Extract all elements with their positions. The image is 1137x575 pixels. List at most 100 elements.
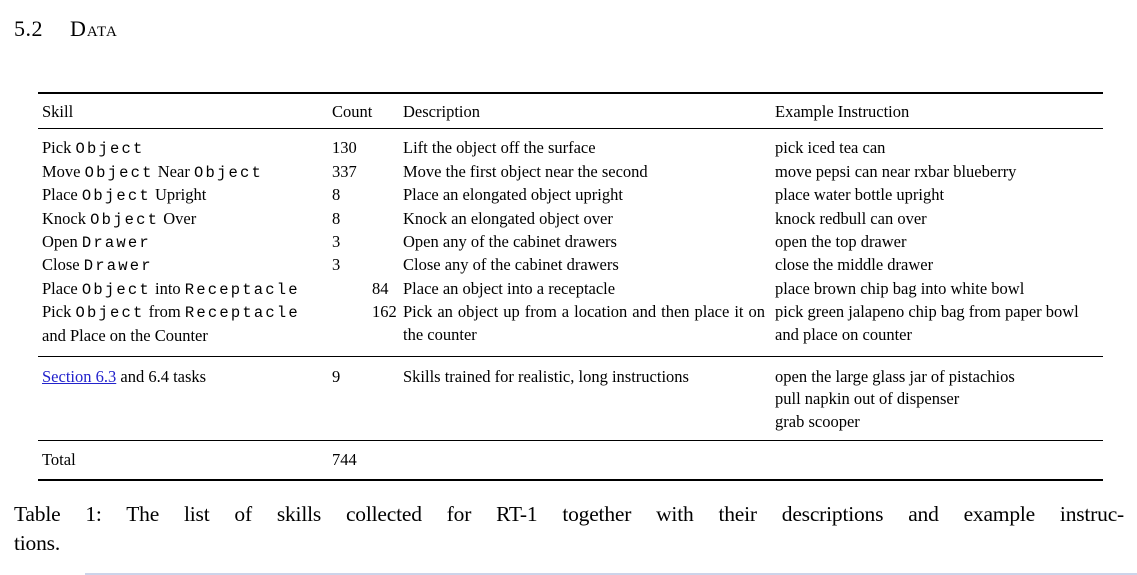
description-cell: Lift the object off the surface [403, 138, 596, 158]
text-run: and Place on the Counter [42, 325, 208, 345]
monospace-term: Object [75, 304, 145, 323]
header-skill: Skill [42, 102, 74, 121]
description-cell: Place an elongated object upright [403, 185, 623, 205]
text-run: Close [42, 255, 84, 275]
bottom-partial-rule [85, 573, 1137, 575]
skill-cell: Pick Object [42, 137, 332, 160]
text-run: Pick [42, 138, 76, 158]
monospace-term: Object [90, 210, 160, 229]
table-header: Skill Count Description Example Instruct… [38, 94, 1103, 130]
count-cell: 9 [332, 367, 341, 387]
text-run: Open [42, 232, 82, 252]
example-instruction-line: close the middle drawer [775, 255, 934, 275]
example-instruction-line: pick iced tea can [775, 138, 886, 158]
table-caption: Table 1: The list of skills collected fo… [14, 500, 1124, 558]
monospace-term: Receptacle [184, 304, 300, 323]
example-cell: pick iced tea can [775, 137, 1103, 159]
example-cell: place water bottle upright [775, 184, 1103, 206]
header-example: Example Instruction [775, 102, 910, 121]
description-cell: Close any of the cabinet drawers [403, 255, 619, 275]
skill-cell: Place Object into Receptacle [42, 278, 332, 301]
text-run: Over [159, 208, 197, 228]
monospace-term: Object [75, 140, 145, 159]
total-label: Total [42, 450, 76, 470]
count-cell: 162 [372, 302, 397, 322]
header-count: Count [332, 102, 373, 121]
table-section-tasks: Section 6.3 and 6.4 tasks 9 Skills train… [38, 357, 1103, 442]
monospace-term: Drawer [81, 234, 151, 253]
description-cell: Skills trained for realistic, long instr… [403, 367, 689, 387]
example-instruction-line: open the large glass jar of pistachios [775, 367, 1015, 387]
monospace-term: Drawer [83, 257, 153, 276]
description-cell: Knock an elongated object over [403, 208, 613, 228]
skill-cell: Place Object Upright [42, 184, 332, 207]
example-cell: knock redbull can over [775, 208, 1103, 230]
count-cell: 8 [332, 208, 341, 228]
section-6-3-link[interactable]: Section 6.3 [42, 367, 117, 387]
section-title: Data [70, 16, 118, 41]
description-cell: Open any of the cabinet drawers [403, 232, 617, 252]
table-row: Move Object Near Object 337 Move the fir… [42, 161, 1103, 184]
description-cell: Place an object into a receptacle [403, 278, 616, 298]
table-row: Place Object Upright 8 Place an elongate… [42, 184, 1103, 207]
skill-cell: Open Drawer [42, 231, 332, 254]
total-count: 744 [332, 450, 357, 470]
table-total-row: Total 744 [38, 441, 1103, 478]
example-instruction-line: knock redbull can over [775, 208, 927, 228]
description-cell: Pick an object up from a location and th… [403, 302, 765, 344]
text-run: into [150, 278, 185, 298]
skill-cell: Pick Object from Receptacle and Place on … [42, 301, 332, 347]
count-cell: 337 [332, 161, 357, 181]
example-instruction-line: grab scooper [775, 411, 860, 431]
count-cell: 8 [332, 185, 341, 205]
example-instruction-line: place water bottle upright [775, 185, 945, 205]
header-description: Description [403, 102, 480, 121]
example-cell: place brown chip bag into white bowl [775, 278, 1103, 300]
count-cell: 84 [372, 278, 389, 298]
table-row: Section 6.3 and 6.4 tasks 9 Skills train… [42, 366, 1103, 433]
text-run: Near [153, 161, 194, 181]
table-row: Knock Object Over 8 Knock an elongated o… [42, 208, 1103, 231]
example-instruction-line: place brown chip bag into white bowl [775, 278, 1025, 298]
skill-cell: Knock Object Over [42, 208, 332, 231]
text-run: Place [42, 278, 82, 298]
skill-cell: Section 6.3 and 6.4 tasks [42, 366, 332, 388]
table-row: Pick Object 130 Lift the object off the … [42, 137, 1103, 160]
monospace-term: Receptacle [184, 280, 300, 299]
example-instruction-line: move pepsi can near rxbar blueberry [775, 161, 1017, 181]
example-cell: open the top drawer [775, 231, 1103, 253]
table-row: Place Object into Receptacle 84 Place an… [42, 278, 1103, 301]
caption-line-1: Table 1: The list of skills collected fo… [14, 502, 1124, 526]
skill-cell: Move Object Near Object [42, 161, 332, 184]
description-cell: Move the first object near the second [403, 161, 648, 181]
text-run: Upright [150, 185, 207, 205]
text-run: Pick [42, 302, 76, 322]
table-body: Pick Object 130 Lift the object off the … [38, 129, 1103, 358]
text-run: and 6.4 tasks [116, 367, 207, 387]
monospace-term: Object [81, 187, 151, 206]
count-cell: 3 [332, 255, 341, 275]
text-run: Move [42, 161, 85, 181]
text-run: Place [42, 185, 82, 205]
example-instruction-line: pull napkin out of dispenser [775, 389, 960, 409]
section-number: 5.2 [14, 16, 43, 41]
table-row: Open Drawer 3 Open any of the cabinet dr… [42, 231, 1103, 254]
skill-cell: Close Drawer [42, 254, 332, 277]
caption-line-2: tions. [14, 531, 60, 555]
monospace-term: Object [84, 163, 154, 182]
count-cell: 3 [332, 232, 341, 252]
text-run: from [144, 302, 185, 322]
example-instruction-line: open the top drawer [775, 232, 907, 252]
section-heading: 5.2 Data [14, 16, 118, 42]
example-cell: move pepsi can near rxbar blueberry [775, 161, 1103, 183]
count-cell: 130 [332, 138, 357, 158]
example-cell: close the middle drawer [775, 254, 1103, 276]
monospace-term: Object [193, 163, 263, 182]
text-run: Knock [42, 208, 91, 228]
table-row: Pick Object from Receptacle and Place on … [42, 301, 1103, 347]
example-instruction-line: pick green jalapeno chip bag from paper … [775, 302, 1079, 344]
table-row: Close Drawer 3 Close any of the cabinet … [42, 254, 1103, 277]
example-cell: pick green jalapeno chip bag from paper … [775, 301, 1103, 346]
